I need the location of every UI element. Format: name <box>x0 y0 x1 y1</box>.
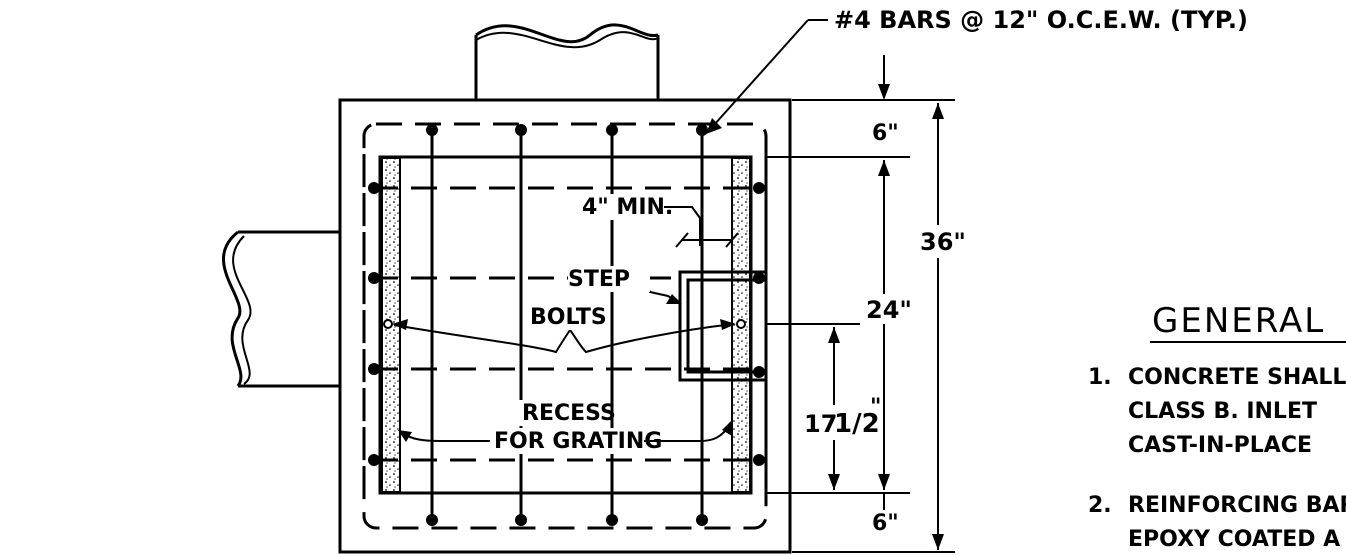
left-pipe <box>222 230 340 388</box>
note1-line1: CONCRETE SHALL <box>1128 365 1346 390</box>
inlet-outer-wall <box>338 98 792 554</box>
min-callout: 4" MIN. <box>582 195 673 220</box>
recess-callout-line2: FOR GRATING <box>494 429 662 454</box>
step-callout: STEP <box>568 267 630 292</box>
note2-line1: REINFORCING BAR <box>1128 493 1346 518</box>
bolt-right <box>736 319 746 329</box>
recess-callout-line1: RECESS <box>522 401 616 426</box>
note2-number: 2. <box>1088 493 1112 518</box>
dim-top: 6" <box>872 121 899 146</box>
rebar-dots <box>368 124 765 526</box>
bolts-callout: BOLTS <box>530 305 607 330</box>
note1-line2: CLASS B. INLET <box>1128 399 1317 424</box>
dim-middle: 24" <box>866 296 912 324</box>
dim-offset-frac: 1/2 <box>834 409 880 439</box>
dim-bottom: 6" <box>872 511 899 536</box>
note1-number: 1. <box>1088 365 1112 390</box>
dimension-lines <box>765 55 955 553</box>
recess-leader <box>398 420 732 442</box>
dim-offset-unit: " <box>870 395 881 420</box>
vertical-rebars <box>430 128 704 521</box>
dim-overall: 36" <box>920 228 966 256</box>
note2-line2: EPOXY COATED A <box>1128 527 1340 552</box>
bars-callout: #4 BARS @ 12" O.C.E.W. (TYP.) <box>834 6 1248 34</box>
bars-leader <box>706 19 828 134</box>
step <box>678 270 766 382</box>
notes-heading: GENERAL <box>1152 301 1325 341</box>
top-pipe <box>474 23 660 100</box>
dim-offset-whole: 17 <box>804 410 837 438</box>
min-leader <box>664 206 739 248</box>
note1-line3: CAST-IN-PLACE <box>1128 433 1312 458</box>
bolt-left <box>383 319 393 329</box>
